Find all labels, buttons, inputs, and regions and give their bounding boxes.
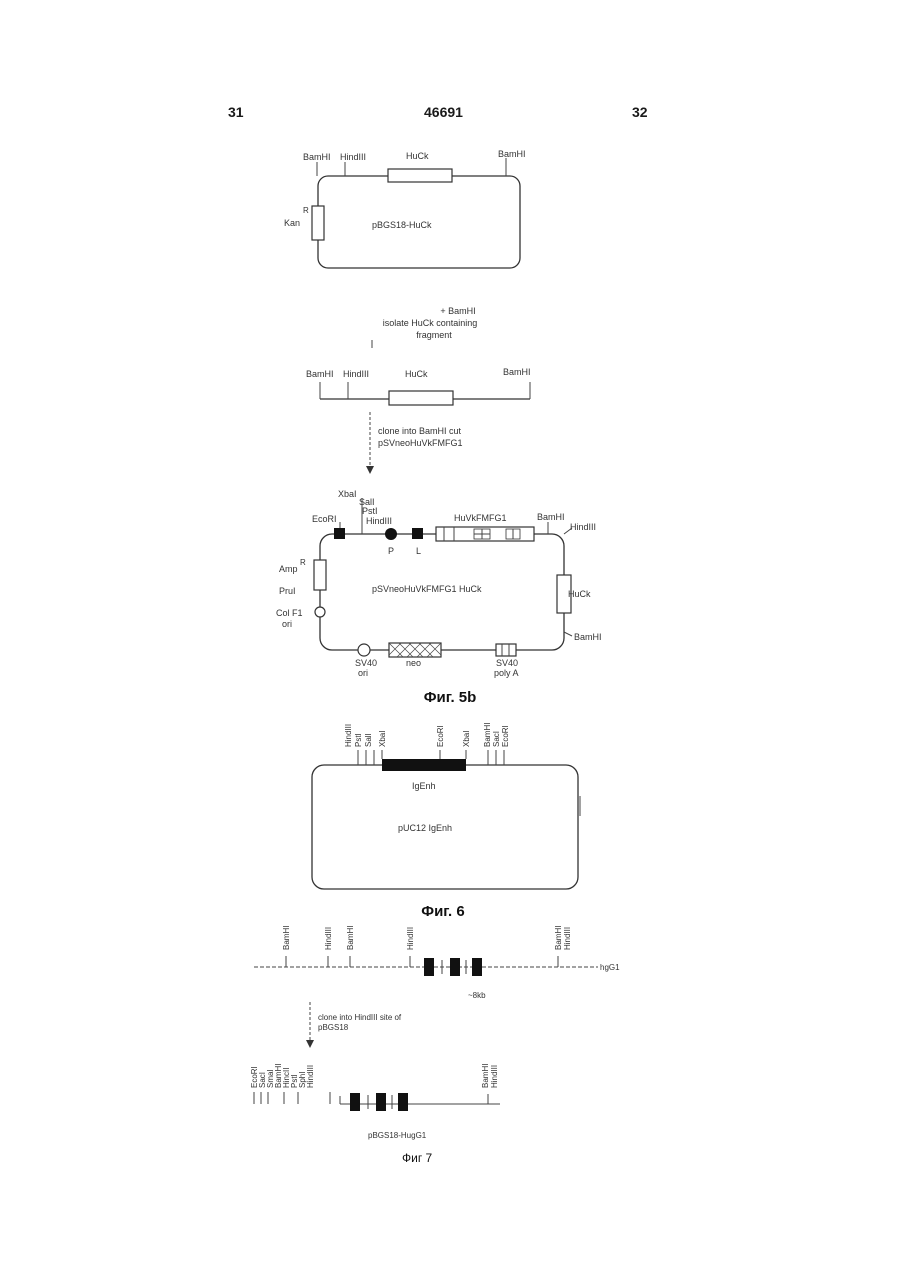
plasmid-psvneo: XbaI SalI PstI HindIII EcoRI P L HuVkFMF… (276, 489, 602, 678)
site-hindiii-2: HindIII (406, 927, 415, 950)
fragment-bamhi-left: BamHI (306, 369, 334, 379)
fragment-huck: HuCk (405, 369, 428, 379)
site-bamhi-2: BamHI (346, 926, 355, 950)
site-psti: PstI (362, 506, 378, 516)
site-xbai: XbaI (378, 731, 387, 747)
marker-kan: Kan (284, 218, 300, 228)
step-clone: clone into BamHI cut pSVneoHuVkFMFG1 (366, 412, 463, 474)
site-hindiii-3: HindIII (563, 927, 572, 950)
site-bamhi-1: BamHI (282, 926, 291, 950)
site-bamhi-top: BamHI (537, 512, 565, 522)
caption-fig7: Фиг 7 (402, 1151, 433, 1165)
plasmid-name-puc12: pUC12 IgEnh (398, 823, 452, 833)
label-huck-right: HuCk (568, 589, 591, 599)
site-bamhi-right: BamHI (481, 1064, 490, 1088)
marker-amp: Amp (279, 564, 298, 574)
site-hindiii-top: HindIII (366, 516, 392, 526)
marker-kan-superscript: R (303, 206, 309, 215)
plasmid-name-psvneo: pSVneoHuVkFMFG1 HuCk (372, 584, 482, 594)
label-promoter: P (388, 546, 394, 556)
site-bamhi-right: BamHI (498, 149, 526, 159)
site-hindiii-right: HindIII (570, 522, 596, 532)
label-sv40-ori-2: ori (358, 668, 368, 678)
marker-amp-superscript: R (300, 558, 306, 567)
clone-line2: pBGS18 (318, 1023, 349, 1032)
site-prui: PruI (279, 586, 296, 596)
site-xbai-2: XbaI (462, 731, 471, 747)
label-hgg1: hgG1 (600, 963, 620, 972)
step2-line1: clone into BamHI cut (378, 426, 462, 436)
plasmid-name: pBGS18-HuCk (372, 220, 432, 230)
site-hindiii-1: HindIII (324, 927, 333, 950)
label-sv40-ori: SV40 (355, 658, 377, 668)
site-bamhi-3: BamHI (554, 926, 563, 950)
fragment-bamhi-right: BamHI (503, 367, 531, 377)
site-bamhi-right: BamHI (574, 632, 602, 642)
site-bamhi: BamHI (483, 723, 492, 747)
clone-line1: clone into HindIII site of (318, 1013, 402, 1022)
site-hindiii: HindIII (306, 1065, 315, 1088)
label-size: ~8kb (468, 991, 486, 1000)
step2-line2: pSVneoHuVkFMFG1 (378, 438, 463, 448)
caption-fig5b: Фиг. 5b (424, 689, 477, 706)
site-ecori: EcoRI (436, 725, 445, 747)
plasmid-puc12-igenh: HindIII PstI SalI XbaI EcoRI XbaI BamHI … (312, 723, 580, 889)
step-clone-pbgs18: clone into HindIII site of pBGS18 (306, 1002, 402, 1048)
site-ecori: EcoRI (312, 514, 337, 524)
step1-line1: + BamHI (440, 306, 475, 316)
site-bamhi-left: BamHI (303, 152, 331, 162)
plasmid-pbgs18-huck: BamHI HindIII HuCk BamHI Kan R pBGS18-Hu… (284, 149, 526, 268)
label-sv40-polya: SV40 (496, 658, 518, 668)
label-leader: L (416, 546, 421, 556)
plasmid-name-pbgs18-hugg1: pBGS18-HugG1 (368, 1131, 427, 1140)
site-hindiii-right: HindIII (490, 1065, 499, 1088)
site-psti: PstI (354, 733, 363, 747)
fragment-hindiii: HindIII (343, 369, 369, 379)
site-sali: SalI (364, 733, 373, 747)
step1-line3: fragment (416, 330, 452, 340)
site-xbai: XbaI (338, 489, 357, 499)
step-isolate: + BamHI isolate HuCk containing fragment (372, 306, 477, 348)
plasmid-pbgs18-hugg1: EcoRI SacI SmaI BamHI HincII PstI SphI H… (250, 1064, 500, 1140)
label-sv40-polya-2: poly A (494, 668, 519, 678)
label-neo: neo (406, 658, 421, 668)
label-colef1: Col F1 (276, 608, 303, 618)
site-ecori-2: EcoRI (501, 725, 510, 747)
site-huck: HuCk (406, 151, 429, 161)
label-igenh: IgEnh (412, 781, 436, 791)
site-hindiii: HindIII (344, 724, 353, 747)
label-colef1-ori: ori (282, 619, 292, 629)
huck-fragment: BamHI HindIII HuCk BamHI (306, 367, 531, 405)
genomic-fragment: BamHI HindIII BamHI HindIII BamHI HindII… (254, 926, 620, 1000)
site-hindiii: HindIII (340, 152, 366, 162)
site-saci: SacI (492, 731, 501, 747)
caption-fig6: Фиг. 6 (421, 903, 464, 920)
step1-line2: isolate HuCk containing (383, 318, 478, 328)
label-vk: HuVkFMFG1 (454, 513, 507, 523)
